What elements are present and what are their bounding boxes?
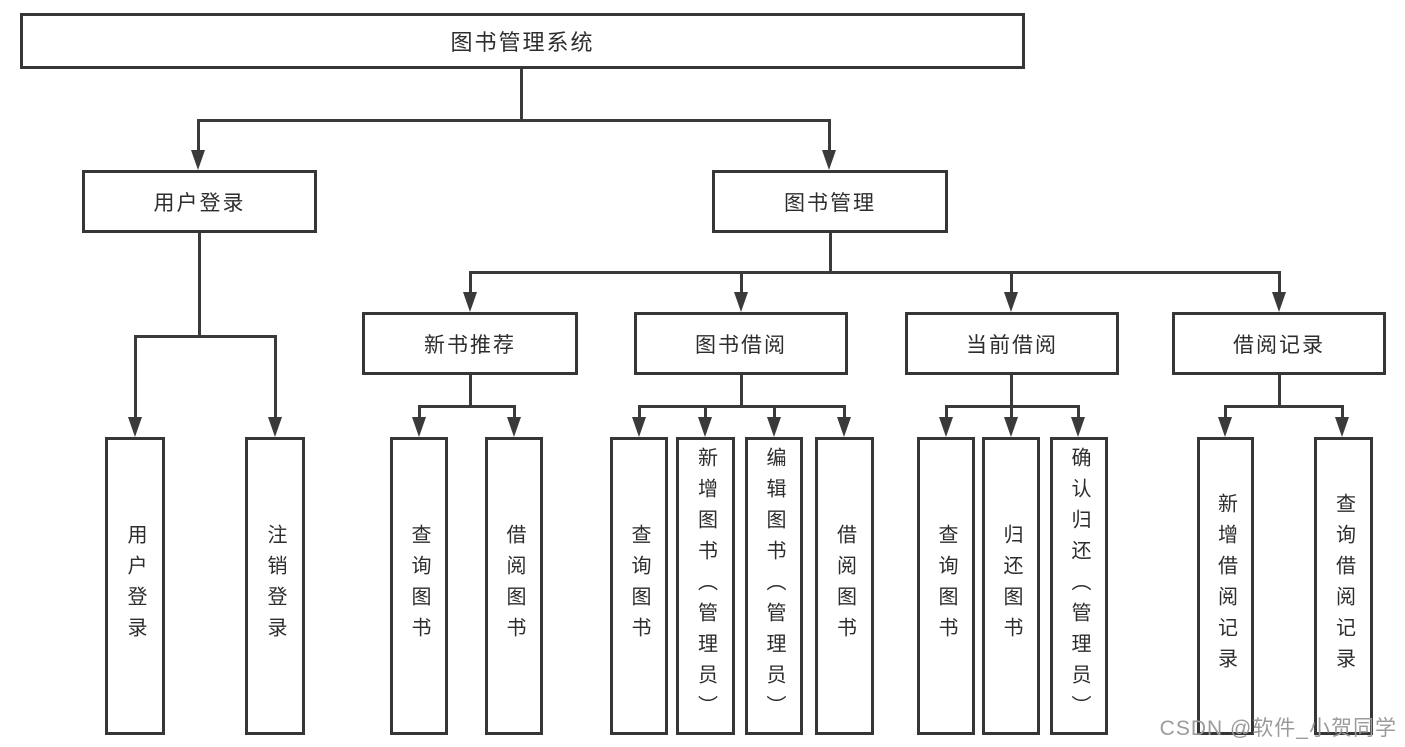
- connector-line: [513, 405, 516, 421]
- connector-line: [1224, 405, 1227, 421]
- arrow-down-icon: [767, 417, 781, 437]
- leaf-label: 查询借阅记录: [1332, 493, 1355, 679]
- leaf-label: 借阅图书: [833, 524, 856, 648]
- arrow-down-icon: [1004, 417, 1018, 437]
- node-library-system: 图书管理系统: [20, 13, 1025, 69]
- connector-line: [740, 271, 743, 297]
- connector-line: [418, 405, 516, 408]
- node-book-management: 图书管理: [712, 170, 948, 233]
- connector-line: [134, 335, 137, 420]
- connector-line: [1341, 405, 1344, 421]
- connector-line: [274, 335, 277, 420]
- leaf-label: 归还图书: [1000, 524, 1022, 648]
- leaf-borrow-books: 借阅图书: [815, 437, 874, 735]
- connector-line: [638, 405, 845, 408]
- connector-line: [1077, 405, 1080, 421]
- arrow-down-icon: [463, 292, 477, 312]
- leaf-label: 编辑图书（管理员）: [763, 446, 785, 726]
- arrow-down-icon: [1218, 417, 1232, 437]
- connector-line: [704, 405, 707, 421]
- leaf-logout: 注销登录: [245, 437, 305, 735]
- leaf-user-login: 用户登录: [105, 437, 165, 735]
- leaf-edit-books-admin: 编辑图书（管理员）: [745, 437, 803, 735]
- leaf-label: 借阅图书: [503, 524, 525, 648]
- leaf-query-books-recommend: 查询图书: [390, 437, 448, 735]
- arrow-down-icon: [1004, 292, 1018, 312]
- node-book-borrowing: 图书借阅: [634, 312, 848, 375]
- connector-line: [843, 405, 846, 421]
- leaf-add-borrow-record: 新增借阅记录: [1197, 437, 1254, 735]
- leaf-query-books-current: 查询图书: [917, 437, 975, 735]
- connector-line: [1010, 271, 1013, 297]
- node-new-book-recommend: 新书推荐: [362, 312, 578, 375]
- connector-line: [1224, 405, 1344, 408]
- leaf-label: 新增图书（管理员）: [694, 446, 717, 726]
- leaf-query-borrow-record: 查询借阅记录: [1314, 437, 1373, 735]
- connector-line: [828, 119, 831, 152]
- leaf-add-books-admin: 新增图书（管理员）: [676, 437, 735, 735]
- arrow-down-icon: [507, 417, 521, 437]
- connector-line: [469, 271, 472, 297]
- arrow-down-icon: [939, 417, 953, 437]
- arrow-down-icon: [1335, 417, 1349, 437]
- arrow-down-icon: [268, 417, 282, 437]
- connector-line: [1010, 405, 1013, 421]
- leaf-label: 确认归还（管理员）: [1068, 446, 1090, 726]
- arrow-down-icon: [1071, 417, 1085, 437]
- connector-line: [469, 375, 472, 408]
- connector-line: [945, 405, 948, 421]
- connector-line: [638, 405, 641, 421]
- connector-line: [829, 233, 832, 274]
- node-current-borrowing: 当前借阅: [905, 312, 1119, 375]
- connector-line: [1278, 271, 1281, 297]
- leaf-borrow-books-recommend: 借阅图书: [485, 437, 543, 735]
- leaf-confirm-return-admin: 确认归还（管理员）: [1050, 437, 1108, 735]
- arrow-down-icon: [822, 150, 836, 170]
- connector-line: [198, 233, 201, 337]
- arrow-down-icon: [632, 417, 646, 437]
- leaf-label: 查询图书: [628, 524, 650, 648]
- arrow-down-icon: [734, 292, 748, 312]
- connector-line: [773, 405, 776, 421]
- leaf-return-books: 归还图书: [982, 437, 1040, 735]
- arrow-down-icon: [191, 150, 205, 170]
- node-borrowing-records: 借阅记录: [1172, 312, 1386, 375]
- arrow-down-icon: [412, 417, 426, 437]
- arrow-down-icon: [698, 417, 712, 437]
- watermark: CSDN @软件_小贺同学: [1159, 717, 1397, 740]
- connector-line: [740, 375, 743, 408]
- connector-line: [469, 271, 1281, 274]
- leaf-label: 新增借阅记录: [1214, 493, 1237, 679]
- arrow-down-icon: [1272, 292, 1286, 312]
- leaf-label: 查询图书: [935, 524, 957, 648]
- leaf-query-books-borrowing: 查询图书: [610, 437, 668, 735]
- leaf-label: 用户登录: [124, 524, 146, 648]
- node-user-login: 用户登录: [82, 170, 317, 233]
- arrow-down-icon: [837, 417, 851, 437]
- connector-line: [134, 335, 276, 338]
- connector-line: [520, 69, 523, 121]
- connector-line: [1010, 375, 1013, 408]
- leaf-label: 注销登录: [264, 524, 286, 648]
- connector-line: [197, 119, 831, 122]
- connector-line: [418, 405, 421, 421]
- connector-line: [197, 119, 200, 152]
- leaf-label: 查询图书: [408, 524, 430, 648]
- connector-line: [1278, 375, 1281, 408]
- arrow-down-icon: [128, 417, 142, 437]
